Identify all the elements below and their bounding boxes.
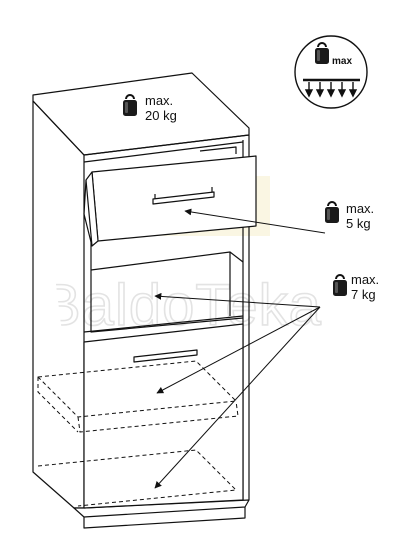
door-handle bbox=[133, 349, 198, 363]
cabinet-top bbox=[32, 72, 250, 156]
compartment-opening bbox=[90, 238, 244, 333]
max-load-badge: max bbox=[294, 35, 368, 109]
cabinet-door bbox=[83, 323, 244, 509]
load-arrows bbox=[154, 208, 326, 489]
shelf-arrow-1 bbox=[154, 292, 321, 308]
cabinet-plinth bbox=[73, 499, 250, 518]
down-arrows-icon bbox=[304, 82, 358, 98]
top-load-line1: max. bbox=[145, 93, 173, 108]
drawer-handle bbox=[152, 191, 215, 205]
shelf-arrow-2 bbox=[156, 306, 321, 394]
watermark-text: BaldoTeka bbox=[42, 273, 322, 338]
shelf-arrow-3 bbox=[154, 306, 321, 489]
label-drawer-load: max. 5 kg bbox=[324, 201, 374, 231]
top-load-line2: 20 kg bbox=[145, 108, 177, 123]
shelf-load-line1: max. bbox=[351, 272, 379, 287]
drawer-arrow bbox=[184, 208, 326, 234]
label-shelf-load: max. 7 kg bbox=[332, 272, 379, 302]
weight-icon bbox=[332, 274, 348, 297]
shelf-load-line2: 7 kg bbox=[351, 287, 376, 302]
label-top-load: max. 20 kg bbox=[122, 93, 177, 123]
weight-icon bbox=[324, 201, 340, 224]
drawer-load-line1: max. bbox=[346, 201, 374, 216]
badge-label: max bbox=[332, 56, 352, 67]
cabinet-drawing bbox=[32, 72, 257, 529]
drawer-load-line2: 5 kg bbox=[346, 216, 371, 231]
